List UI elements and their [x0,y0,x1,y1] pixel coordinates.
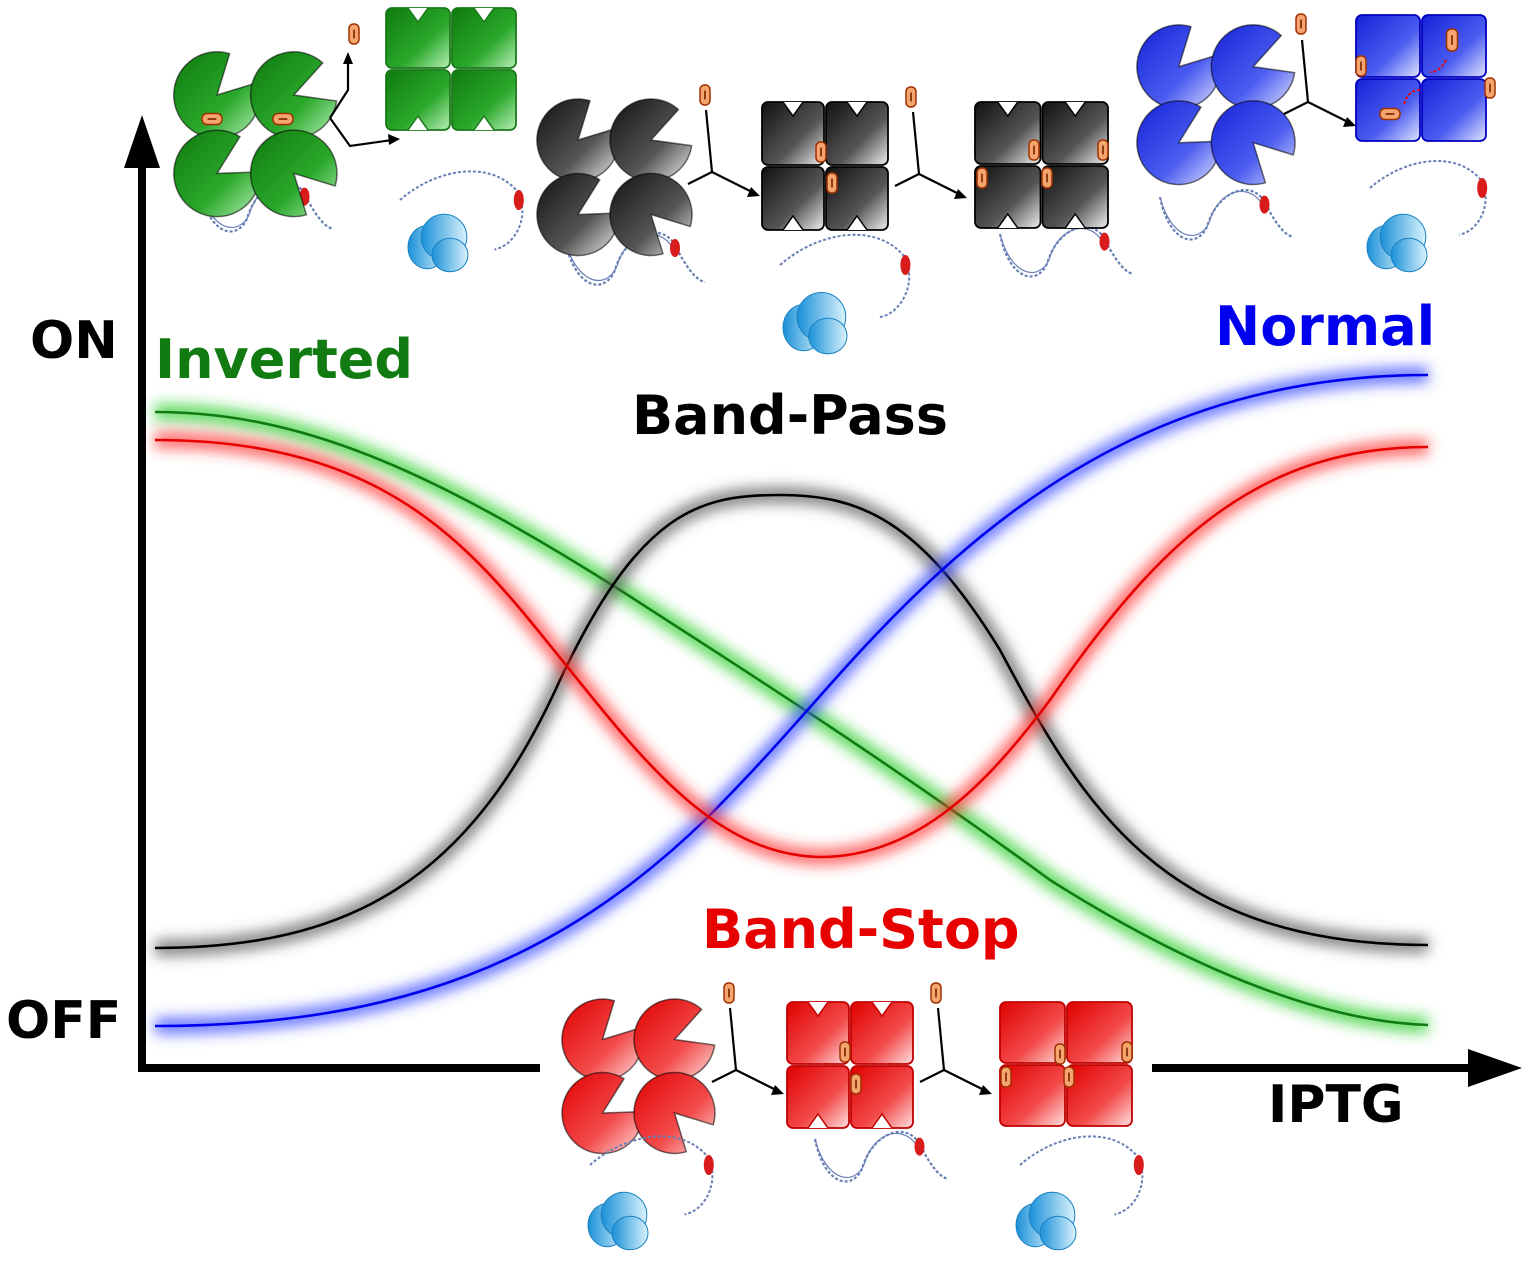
lac-repressor-tetramer-icon [536,98,693,257]
rna-polymerase-icon [1015,1191,1077,1251]
iptg-inducer-icon [1295,13,1307,35]
iptg-inducer-icon [201,112,223,126]
lac-repressor-tetramer-icon [761,101,889,231]
band-stop-illustration [561,982,1144,1251]
lac-repressor-tetramer-icon [173,51,338,218]
iptg-inducer-icon [348,23,360,45]
iptg-inducer-icon [976,167,988,189]
reaction-arrow-icon [919,1007,992,1095]
iptg-inducer-icon [815,141,827,163]
normal-curve-line [154,373,1429,1028]
on-label: ON [30,311,118,371]
y-axis-arrowhead [124,115,160,168]
binding-path-arrow [1429,59,1447,73]
iptg-inducer-icon [1445,28,1459,52]
lac-repressor-tetramer-icon [974,101,1109,229]
reaction-arrow-icon [1283,39,1356,127]
iptg-inducer-icon [839,1041,851,1063]
axes [124,115,1522,1087]
dna-loop-icon [1369,160,1488,236]
normal-illustration [1136,13,1496,273]
bandstop-curve [154,432,1429,866]
iptg-label: IPTG [1268,1075,1404,1135]
inverted-label: Inverted [155,328,413,391]
iptg-inducer-icon [272,112,294,126]
iptg-inducer-icon [1054,1043,1066,1065]
iptg-inducer-icon [1355,55,1367,77]
iptg-inducer-icon [826,172,838,194]
lac-repressor-tetramer-icon [561,998,716,1155]
iptg-inducer-icon [1484,77,1496,99]
rna-polymerase-icon [782,291,848,355]
lac-repressor-tetramer-icon [1136,24,1296,186]
iptg-inducer-icon [1000,1066,1012,1088]
dna-loop-icon [399,170,524,251]
lac-repressor-tetramer-icon [786,1001,914,1129]
iptg-inducer-icon [1379,107,1401,121]
iptg-inducer-icon [1121,1041,1133,1063]
dna-loop-icon [998,226,1134,278]
iptg-inducer-icon [850,1073,862,1095]
iptg-inducer-icon [1041,167,1053,189]
iptg-inducer-icon [1028,139,1040,161]
bandpass-curve [154,486,1429,956]
bandstop-curve-line [154,438,1429,859]
lac-repressor-tetramer-icon [1355,14,1487,142]
reaction-arrow-icon [711,1007,784,1095]
dna-loop-icon [779,233,911,319]
iptg-inducer-icon [930,982,942,1004]
inverted-illustration [173,7,524,273]
iptg-inducer-icon [699,84,711,106]
iptg-inducer-icon [1063,1066,1075,1088]
normal-label: Normal [1215,295,1435,358]
rna-polymerase-icon [407,213,469,273]
iptg-inducer-icon [723,982,735,1004]
iptg-inducer-icon [1097,139,1109,161]
binding-path-arrow [1403,89,1421,105]
band-pass-illustration [536,84,1134,355]
normal-curve [154,367,1429,1034]
band-pass-label: Band-Pass [632,384,948,447]
iptg-inducer-icon [905,86,917,108]
band-stop-label: Band-Stop [702,898,1020,961]
dna-loop-icon [1158,189,1294,241]
repressor-illustrations [173,7,1496,1251]
reaction-arrow-icon [894,111,967,199]
lac-repressor-tetramer-icon [385,7,517,131]
dna-loop-icon [813,1131,949,1183]
reaction-arrow-icon [329,52,400,148]
off-label: OFF [6,991,121,1051]
response-curves [154,367,1429,1034]
dna-loop-icon [1019,1135,1144,1216]
x-axis-arrowhead [1468,1049,1522,1087]
dna-loop-icon [589,1135,714,1216]
reaction-arrow-icon [687,109,760,197]
lac-repressor-tetramer-icon [999,1001,1133,1127]
bandpass-curve-line [154,493,1429,950]
rna-polymerase-icon [587,1191,649,1251]
rna-polymerase-icon [1366,213,1428,273]
